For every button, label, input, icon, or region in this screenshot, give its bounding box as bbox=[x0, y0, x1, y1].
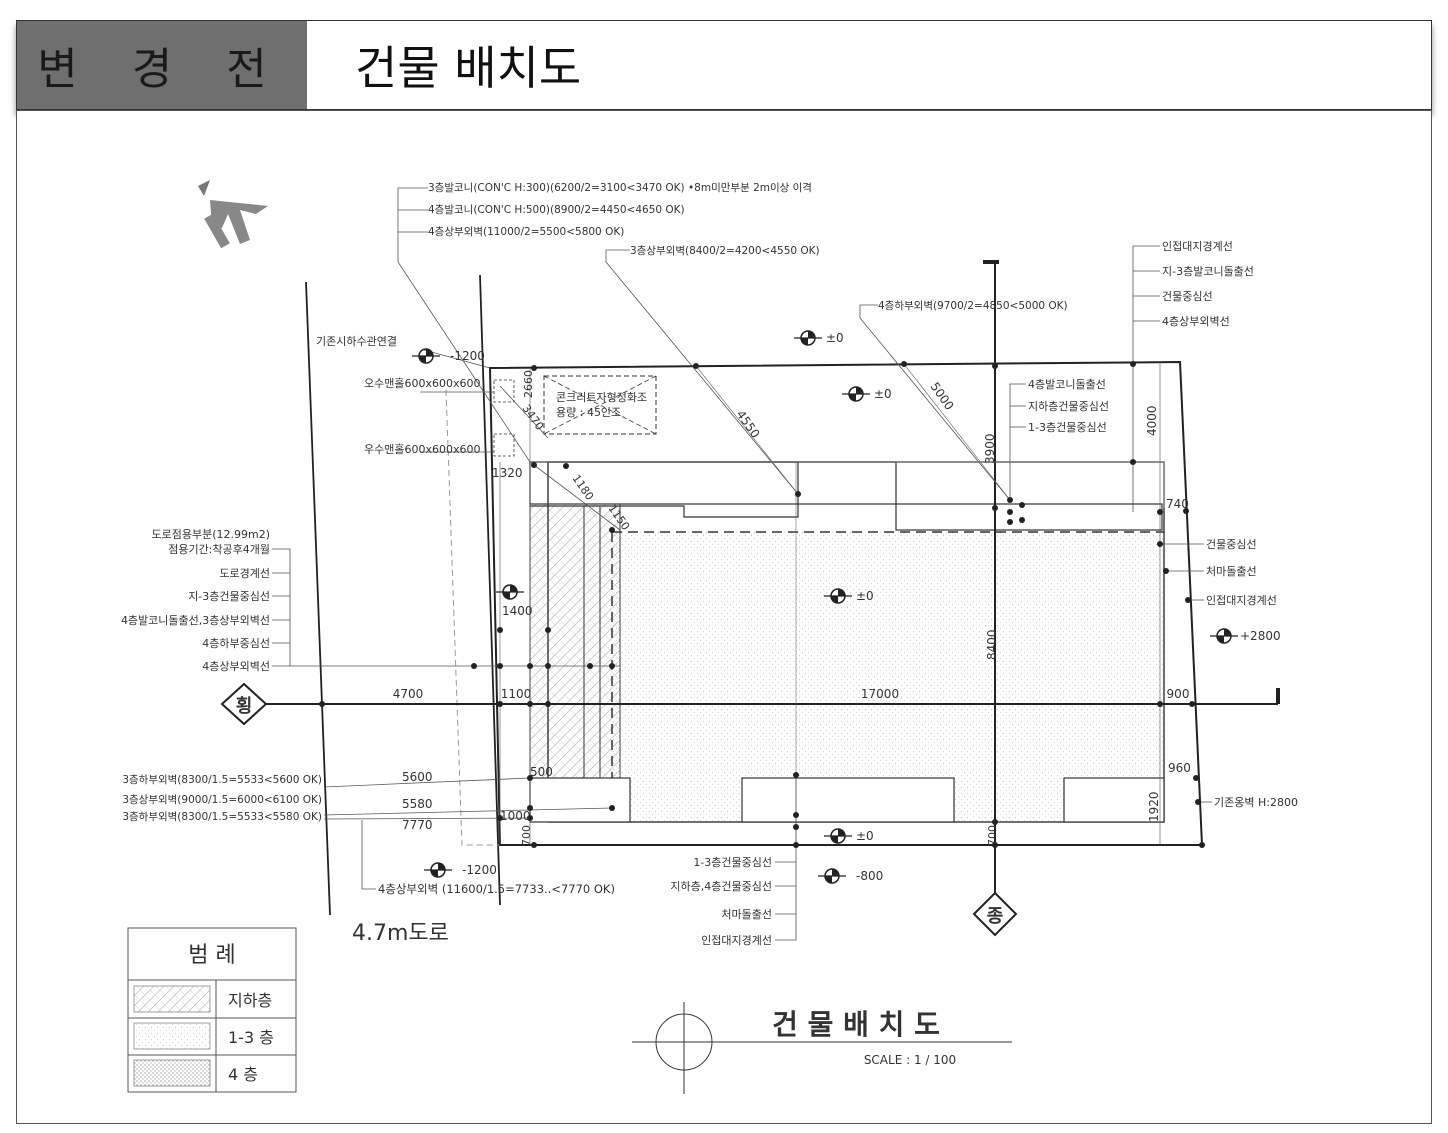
dim-text: 2660 bbox=[522, 370, 535, 398]
dim-text: 17000 bbox=[861, 687, 899, 701]
level-text: ±0 bbox=[826, 331, 844, 345]
level-text: -1200 bbox=[450, 349, 485, 363]
level-text: -1200 bbox=[462, 863, 497, 877]
level-text: -800 bbox=[856, 869, 883, 883]
dim-text: 1920 bbox=[1147, 791, 1161, 822]
dim-text: 4550 bbox=[734, 408, 763, 441]
note-left: 지-3층건물중심선 bbox=[188, 590, 270, 603]
header-bar: 변 경 전 건물 배치도 bbox=[16, 20, 1432, 110]
legend-item-4f: 4 층 bbox=[228, 1065, 258, 1084]
north-arrow-icon bbox=[198, 180, 268, 249]
legend-box bbox=[127, 927, 297, 1093]
note-right-mid: 1-3층건물중심선 bbox=[1028, 421, 1107, 434]
dim-text: 1400 bbox=[502, 604, 533, 618]
dim-text: 4000 bbox=[1145, 405, 1159, 436]
septic-label: 콘크리트자형정화조 bbox=[556, 391, 647, 404]
manhole-label: 우수맨홀600x600x600 bbox=[364, 443, 481, 456]
dim-text: 500 bbox=[530, 765, 553, 779]
dim-text: 700 bbox=[520, 825, 533, 846]
dim-text: 960 bbox=[1168, 761, 1191, 775]
level-text: ±0 bbox=[856, 829, 874, 843]
dim-text: 8400 bbox=[985, 629, 999, 660]
dim-text: 1000 bbox=[500, 809, 531, 823]
level-marker-icon bbox=[412, 330, 1238, 884]
legend-title: 범 례 bbox=[188, 943, 235, 968]
dim-text: 3900 bbox=[983, 433, 997, 464]
level-text: ±0 bbox=[874, 387, 892, 401]
note-right-mid: 지하층건물중심선 bbox=[1028, 399, 1109, 413]
level-text: ±0 bbox=[856, 589, 874, 603]
dim-text: 3470 bbox=[520, 402, 547, 432]
dim-text: 5600 bbox=[402, 770, 433, 784]
drawing-scale: SCALE : 1 / 100 bbox=[864, 1053, 956, 1067]
note-bottom: 1-3층건물중심선 bbox=[693, 856, 772, 869]
dim-text: 5580 bbox=[402, 797, 433, 811]
dim-text: 4700 bbox=[393, 687, 424, 701]
axis-horizontal-label: 횡 bbox=[236, 696, 253, 717]
dim-text: 1100 bbox=[501, 687, 532, 701]
note-right-mid: 4층발코니돌출선 bbox=[1028, 378, 1106, 391]
note-existing-wall: 기존옹벽 H:2800 bbox=[1214, 796, 1298, 809]
header-before-label: 변 경 전 bbox=[17, 21, 307, 109]
note-right: 인접대지경계선 bbox=[1162, 240, 1233, 253]
drawing-title: 건 물 배 치 도 bbox=[772, 1008, 940, 1041]
level-text: +2800 bbox=[1240, 629, 1281, 643]
note-right-side: 처마돌출선 bbox=[1206, 565, 1257, 578]
note-4f-lower: 4층하부외벽(9700/2=4850<5000 OK) bbox=[878, 299, 1068, 312]
note-left: 4층하부중심선 bbox=[202, 636, 270, 650]
manhole-label: 오수맨홀600x600x600 bbox=[364, 377, 481, 390]
note-bottom: 지하층,4층건물중심선 bbox=[670, 879, 772, 893]
note-left: 도로경계선 bbox=[219, 567, 270, 580]
road-label: 4.7m도로 bbox=[352, 921, 449, 946]
note-4f-upper-bottom: 4층상부외벽 (11600/1.5=7733..<7770 OK) bbox=[378, 882, 615, 896]
note-left: 4층발코니돌출선,3층상부외벽선 bbox=[121, 614, 270, 627]
dim-text: 900 bbox=[1167, 687, 1190, 701]
header-title: 건물 배치도 bbox=[355, 41, 582, 95]
note-right-side: 인접대지경계선 bbox=[1206, 594, 1277, 607]
note-bottom: 처마돌출선 bbox=[721, 908, 772, 921]
note-left-bottom: 3층하부외벽(8300/1.5=5533<5600 OK) bbox=[122, 773, 322, 786]
septic-capacity: 용량 : 45인조 bbox=[556, 406, 621, 419]
note-right-side: 건물중심선 bbox=[1206, 538, 1257, 551]
dim-text: 700 bbox=[986, 825, 999, 846]
note-right: 건물중심선 bbox=[1162, 290, 1213, 303]
legend-item-basement: 지하층 bbox=[228, 991, 272, 1010]
legend-item-1-3f: 1-3 층 bbox=[228, 1028, 274, 1047]
dim-text: 1320 bbox=[492, 466, 523, 480]
note-bottom: 인접대지경계선 bbox=[701, 934, 772, 947]
note-left: 도로점용부분(12.99m2) bbox=[151, 528, 270, 541]
note-right: 4층상부외벽선 bbox=[1162, 315, 1230, 328]
note-left-bottom: 3층하부외벽(8300/1.5=5533<5580 OK) bbox=[122, 810, 322, 823]
note-left: 점용기간:착공후4개월 bbox=[168, 543, 270, 556]
note-top: 4층상부외벽(11000/2=5500<5800 OK) bbox=[428, 226, 624, 238]
note-3f-upper: 3층상부외벽(8400/2=4200<4550 OK) bbox=[630, 245, 820, 257]
note-top: 3층발코니(CON'C H:300)(6200/2=3100<3470 OK) … bbox=[428, 181, 812, 194]
note-right: 지-3층발코니돌출선 bbox=[1162, 265, 1254, 278]
note-left-bottom: 3층상부외벽(9000/1.5=6000<6100 OK) bbox=[122, 794, 322, 806]
dim-text: 740 bbox=[1166, 497, 1189, 511]
dim-text: 5000 bbox=[928, 380, 957, 413]
axis-vertical-label: 종 bbox=[987, 906, 1004, 927]
sewer-label: 기존시하수관연결 bbox=[316, 334, 397, 348]
note-top: 4층발코니(CON'C H:500)(8900/2=4450<4650 OK) bbox=[428, 204, 685, 216]
dim-text: 7770 bbox=[402, 818, 433, 832]
title-block bbox=[632, 1002, 1012, 1094]
note-left: 4층상부외벽선 bbox=[202, 660, 270, 673]
